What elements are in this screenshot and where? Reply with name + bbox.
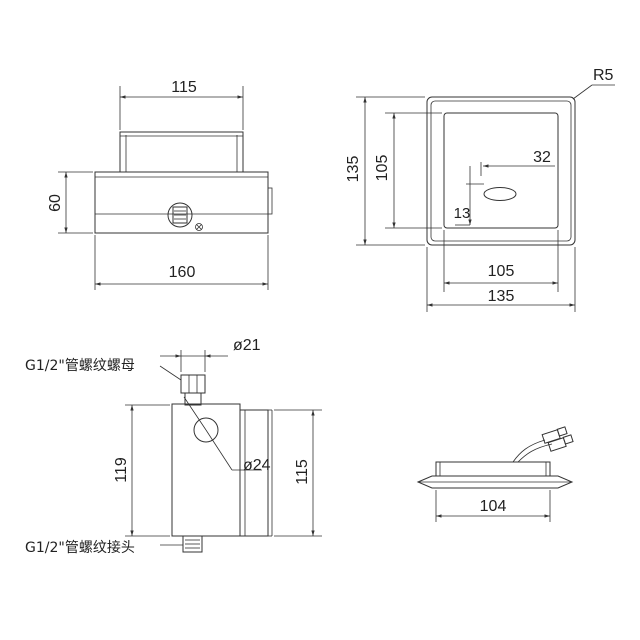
bottom-view: 104 — [416, 426, 574, 522]
side-hole — [193, 417, 219, 443]
cable — [512, 439, 546, 463]
flange-outline — [119, 131, 244, 172]
dim-width: 104 — [480, 498, 507, 515]
dim-width-bottom: 160 — [169, 264, 196, 281]
dim-width-top: 115 — [171, 79, 197, 96]
dim-inner-height: 105 — [374, 155, 391, 182]
dim-inner-width: 105 — [488, 263, 515, 280]
label-joint: G1/2"管螺纹接头 — [25, 539, 135, 556]
inlet-fitting — [167, 202, 193, 228]
bottom-joint — [182, 535, 203, 553]
side-view: ø24 ø21 G1/2"管螺纹螺母 G1/2"管螺纹接头 119 115 — [25, 337, 322, 556]
dim-height-left: 119 — [113, 457, 130, 483]
side-body — [171, 403, 241, 537]
inner-panel — [443, 112, 559, 229]
dim-sensor-x: 32 — [533, 149, 551, 166]
dim-radius: R5 — [593, 67, 614, 84]
dim-height-right: 115 — [294, 459, 311, 485]
outer-plate — [426, 96, 576, 246]
nut — [180, 374, 206, 394]
dim-outer-height: 135 — [345, 156, 362, 183]
dim-sensor-y: 13 — [454, 205, 471, 222]
faceplate-view: R5 32 13 135 105 105 135 — [345, 67, 615, 312]
front-view: 115 60 160 — [47, 79, 273, 290]
body-outline — [94, 171, 269, 234]
label-nut: G1/2"管螺纹螺母 — [25, 358, 135, 374]
screw — [195, 223, 203, 231]
dim-hole-dia: ø24 — [243, 457, 271, 474]
dim-nut-dia: ø21 — [233, 337, 261, 354]
dim-outer-width: 135 — [488, 288, 515, 305]
dim-height: 60 — [47, 194, 64, 212]
sensor-window — [483, 187, 517, 201]
